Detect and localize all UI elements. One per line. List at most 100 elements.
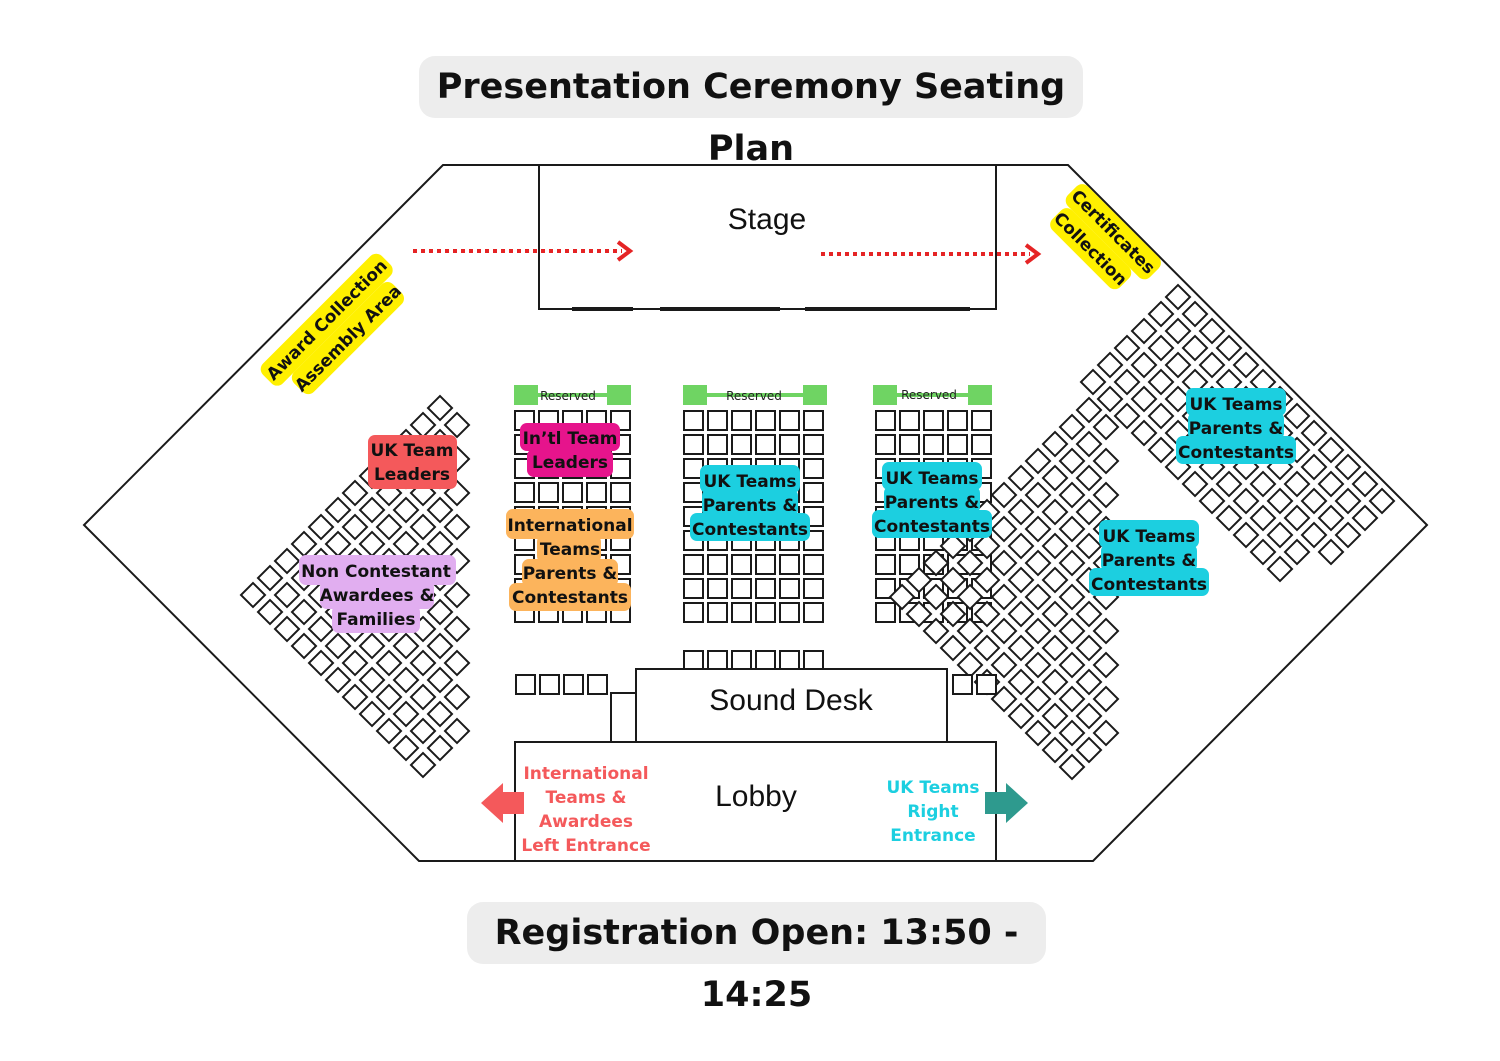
svg-text:UK Teams: UK Teams — [885, 469, 978, 489]
seat — [1024, 549, 1052, 577]
seat — [1007, 668, 1035, 696]
seat — [956, 651, 984, 679]
seat — [358, 700, 386, 728]
seat — [779, 434, 800, 455]
seat — [443, 411, 471, 439]
seat — [1024, 719, 1052, 747]
svg-text:Leaders: Leaders — [374, 465, 450, 485]
seat — [1198, 317, 1226, 345]
seat — [707, 602, 728, 623]
seat — [324, 530, 352, 558]
seat — [1058, 651, 1086, 679]
seat — [922, 549, 950, 577]
seat — [1041, 430, 1069, 458]
seat — [586, 482, 607, 503]
seat — [755, 434, 776, 455]
seat — [1041, 668, 1069, 696]
seat — [1300, 487, 1328, 515]
seat — [803, 410, 824, 431]
seat — [392, 666, 420, 694]
seat — [731, 554, 752, 575]
svg-text:Parents &: Parents & — [523, 564, 618, 584]
seat — [1147, 300, 1175, 328]
seat — [426, 632, 454, 660]
sound-desk-label: Sound Desk — [709, 684, 873, 717]
seat — [1368, 487, 1396, 515]
seat — [443, 513, 471, 541]
seat — [1130, 351, 1158, 379]
seat — [1024, 651, 1052, 679]
seat — [803, 650, 824, 671]
svg-text:Parents &: Parents & — [1189, 419, 1284, 439]
seat — [923, 434, 944, 455]
svg-text:Entrance: Entrance — [890, 826, 975, 846]
reserved-label: Reserved — [540, 389, 596, 403]
seat — [1024, 515, 1052, 543]
seat — [375, 513, 403, 541]
seat — [939, 600, 967, 628]
seat — [683, 554, 704, 575]
seat — [290, 530, 318, 558]
venue-outline — [82, 164, 1429, 862]
seat — [755, 650, 776, 671]
seat — [707, 578, 728, 599]
seat — [1283, 470, 1311, 498]
seat — [1181, 334, 1209, 362]
award-route-arrow — [413, 240, 634, 262]
svg-text:Parents &: Parents & — [703, 496, 798, 516]
seat — [1007, 634, 1035, 662]
svg-text:International: International — [523, 764, 648, 784]
svg-text:Contestants: Contestants — [692, 520, 808, 540]
seat — [683, 578, 704, 599]
certificate-route-arrow — [821, 243, 1042, 265]
seat — [324, 632, 352, 660]
seat — [539, 674, 560, 695]
seat — [922, 583, 950, 611]
seat — [426, 700, 454, 728]
seat — [1232, 351, 1260, 379]
seat — [1075, 634, 1103, 662]
seat — [358, 666, 386, 694]
seat — [779, 602, 800, 623]
seat — [990, 583, 1018, 611]
seat — [1075, 464, 1103, 492]
seat — [731, 602, 752, 623]
seat — [256, 598, 284, 626]
seat — [1041, 634, 1069, 662]
seat — [1266, 555, 1294, 583]
seat — [1181, 470, 1209, 498]
seat — [956, 583, 984, 611]
seat — [1092, 651, 1120, 679]
seat — [443, 581, 471, 609]
svg-text:Contestants: Contestants — [512, 588, 628, 608]
seat — [1351, 470, 1379, 498]
seat — [1266, 487, 1294, 515]
seat — [1058, 617, 1086, 645]
seat — [779, 650, 800, 671]
seat — [1283, 538, 1311, 566]
seat — [1041, 600, 1069, 628]
seat — [1058, 583, 1086, 611]
uk-team-leaders-label: UK Team Leaders — [368, 435, 457, 489]
seat — [683, 434, 704, 455]
seat — [515, 674, 536, 695]
seat — [888, 583, 916, 611]
seat — [1130, 317, 1158, 345]
svg-text:UK Teams: UK Teams — [1102, 527, 1195, 547]
seat — [1075, 600, 1103, 628]
seat — [1215, 504, 1243, 532]
seat — [1181, 300, 1209, 328]
seat — [1041, 498, 1069, 526]
award-collection-label: Award Collection Assembly Area — [260, 253, 406, 396]
seat — [875, 434, 896, 455]
seat — [290, 632, 318, 660]
registration-time: Registration Open: 13:50 - 14:25 — [467, 902, 1046, 1015]
seat — [956, 549, 984, 577]
seat — [324, 666, 352, 694]
seat — [392, 496, 420, 524]
seat — [341, 649, 369, 677]
seat — [905, 600, 933, 628]
